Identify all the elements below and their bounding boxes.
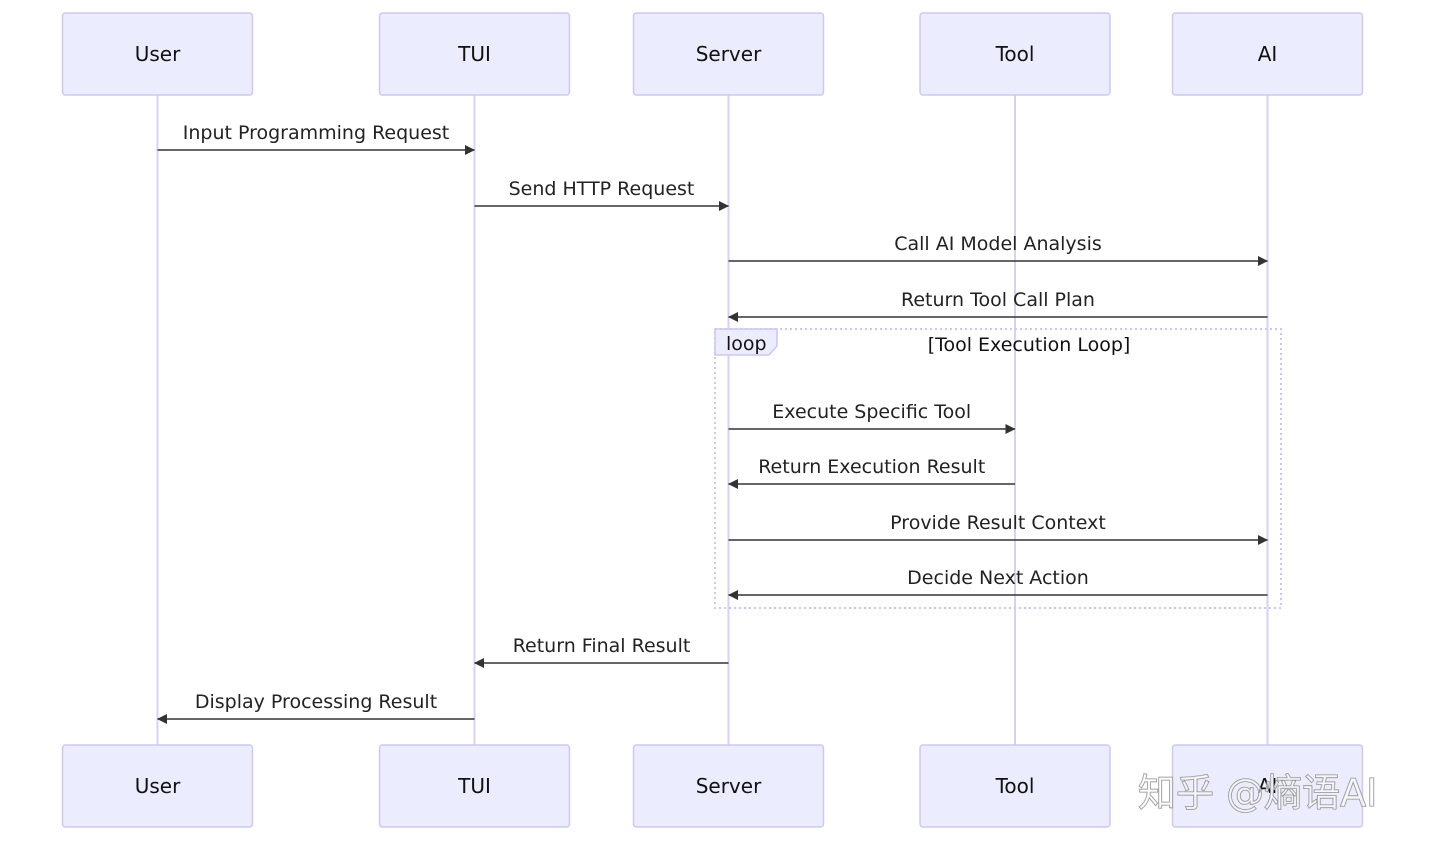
actor-label-ai: AI <box>1258 42 1278 66</box>
message-label: Send HTTP Request <box>509 178 695 200</box>
message-execute-specific-tool: Execute Specific Tool <box>728 401 1016 434</box>
actor-box-tui <box>378 744 571 828</box>
actor-label-tui: TUI <box>457 774 491 798</box>
actor-ai-top: AI <box>1171 12 1364 96</box>
loop-title: [Tool Execution Loop] <box>928 334 1131 356</box>
message-label: Provide Result Context <box>890 512 1106 534</box>
message-return-tool-call-plan: Return Tool Call Plan <box>728 289 1268 322</box>
message-label: Return Final Result <box>513 635 691 657</box>
actor-box-tool <box>919 12 1111 96</box>
loop-tab <box>714 328 778 356</box>
message-provide-result-context: Provide Result Context <box>728 512 1268 545</box>
message-label: Execute Specific Tool <box>772 401 971 423</box>
actor-ai-bottom: AI <box>1171 744 1364 828</box>
actor-box-tool <box>919 744 1111 828</box>
actor-label-user: User <box>135 42 181 66</box>
message-call-ai-model-analysis: Call AI Model Analysis <box>728 233 1268 266</box>
message-label: Return Execution Result <box>758 456 985 478</box>
actor-label-tool: Tool <box>995 774 1035 798</box>
actors-bottom: User TUI Server Tool AI <box>61 744 1364 828</box>
actor-user-bottom: User <box>61 744 254 828</box>
actor-user-top: User <box>61 12 254 96</box>
actors-top: User TUI Server Tool AI <box>61 12 1364 96</box>
actor-label-ai: AI <box>1258 774 1278 798</box>
actor-box-server <box>632 744 825 828</box>
message-label: Input Programming Request <box>183 122 450 144</box>
message-label: Display Processing Result <box>195 691 437 713</box>
actor-box-ai <box>1171 12 1364 96</box>
watermark-text: 知乎 @熵语AI <box>1138 771 1377 815</box>
actor-tui-top: TUI <box>378 12 571 96</box>
actor-box-user <box>61 12 254 96</box>
actor-box-tui <box>378 12 571 96</box>
actor-server-top: Server <box>632 12 825 96</box>
loop-block: loop [Tool Execution Loop] <box>714 328 1282 609</box>
watermark: 知乎 @熵语AI <box>1137 770 1377 815</box>
message-send-http-request: Send HTTP Request <box>474 178 729 211</box>
message-return-execution-result: Return Execution Result <box>728 456 1015 489</box>
actor-server-bottom: Server <box>632 744 825 828</box>
actor-box-server <box>632 12 825 96</box>
actor-box-user <box>61 744 254 828</box>
actor-label-user: User <box>135 774 181 798</box>
actor-box-ai <box>1171 744 1364 828</box>
message-label: Call AI Model Analysis <box>894 233 1102 255</box>
actor-label-tool: Tool <box>995 42 1035 66</box>
message-display-processing-result: Display Processing Result <box>157 691 475 724</box>
message-decide-next-action: Decide Next Action <box>728 567 1268 600</box>
message-label: Return Tool Call Plan <box>901 289 1095 311</box>
message-label: Decide Next Action <box>907 567 1089 589</box>
message-return-final-result: Return Final Result <box>474 635 729 668</box>
loop-keyword: loop <box>726 333 767 355</box>
actor-label-tui: TUI <box>457 42 491 66</box>
loop-frame <box>714 328 1282 609</box>
actor-label-server: Server <box>696 42 762 66</box>
actor-tui-bottom: TUI <box>378 744 571 828</box>
lifelines <box>156 95 1269 745</box>
actor-label-server: Server <box>696 774 762 798</box>
message-input-programming-request: Input Programming Request <box>157 122 475 155</box>
actor-tool-top: Tool <box>919 12 1111 96</box>
actor-tool-bottom: Tool <box>919 744 1111 828</box>
